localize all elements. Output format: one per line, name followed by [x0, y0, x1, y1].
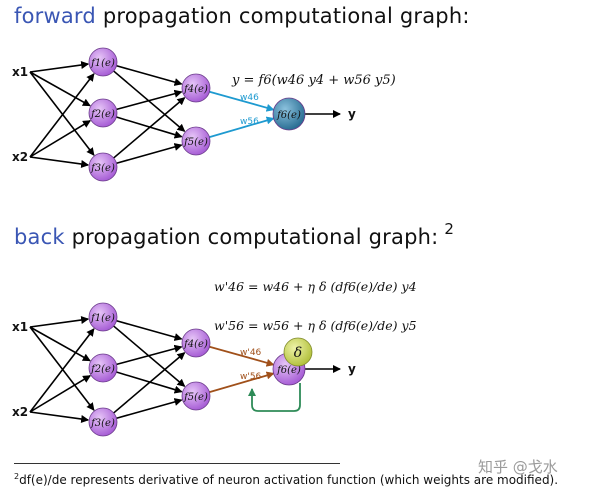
edge-f5-f6	[209, 116, 275, 138]
footnote: 2df(e)/de represents derivative of neuro…	[14, 472, 558, 487]
node-f4-label: f4(e)	[183, 339, 208, 350]
node-f1-circle	[88, 302, 118, 332]
watermark: 知乎 @戈水	[478, 458, 558, 476]
node-f1-circle	[88, 47, 118, 77]
node-f5-circle	[181, 126, 211, 156]
delta-node: δ	[283, 337, 313, 367]
input-x1: x1	[12, 320, 28, 334]
node-f3-label: f3(e)	[90, 418, 115, 429]
node-f2: f2(e)	[88, 353, 118, 383]
node-f5-circle	[181, 381, 211, 411]
node-f4: f4(e)	[181, 73, 211, 103]
edge-x1-f3	[29, 71, 95, 156]
edge-f3-f4	[113, 97, 186, 159]
weight-label-46: w46	[240, 93, 259, 103]
edge-f3-f5	[116, 143, 183, 165]
node-f5-label: f5(e)	[183, 392, 208, 403]
node-f1: f1(e)	[88, 47, 118, 77]
output-y: y	[348, 107, 356, 121]
edge-f2-f5	[116, 371, 183, 394]
edge-x2-f3	[29, 156, 90, 168]
edge-x2-f3	[29, 411, 90, 423]
back-graph: x1 x2 w'46 w'56 y f1(e) f2(e) f3(e) f4(e) f5(e) f6…	[12, 302, 356, 437]
edge-f3-f4	[113, 352, 186, 414]
edge-f2-f4	[116, 344, 183, 366]
node-f4-circle	[181, 73, 211, 103]
footnote-text: df(e)/de represents derivative of neuron…	[19, 473, 559, 487]
edge-f3-f5	[116, 398, 183, 420]
node-f5: f5(e)	[181, 381, 211, 411]
weight-label-56: w'56	[240, 372, 262, 382]
edge-x2-f1	[29, 328, 95, 413]
output-y: y	[348, 362, 356, 376]
node-f2-label: f2(e)	[90, 109, 115, 120]
feedback-arrow	[248, 383, 301, 412]
forward-graph: x1 x2 w46 w56 y f1(e) f2(e) f3(e) f4(e) f5(e) f6(e…	[12, 47, 356, 182]
node-f6-label: f6(e)	[276, 365, 301, 376]
footnote-mark: 2	[14, 472, 20, 481]
input-x1: x1	[12, 65, 28, 79]
edge-x2-f2	[29, 375, 92, 413]
edge-x1-f3	[29, 326, 95, 411]
edge-x1-f1	[29, 316, 90, 328]
back-equation-2: w'56 = w56 + η δ (df6(e)/de) y5	[214, 318, 417, 333]
node-f4: f4(e)	[181, 328, 211, 358]
back-title-highlight: back	[14, 225, 65, 249]
node-f2-circle	[88, 353, 118, 383]
node-f1: f1(e)	[88, 302, 118, 332]
edge-f4-f6	[209, 90, 275, 112]
back-equation-1: w'46 = w46 + η δ (df6(e)/de) y4	[214, 279, 417, 294]
edge-x1-f2	[29, 326, 91, 362]
delta-node-circle	[283, 337, 313, 367]
input-x2: x2	[12, 150, 28, 164]
back-title-footnote-mark: 2	[444, 220, 455, 238]
node-f6-circle	[272, 97, 306, 131]
forward-title-text: propagation computational graph:	[102, 4, 470, 28]
node-f3: f3(e)	[88, 407, 118, 437]
edge-x2-f1	[29, 73, 95, 158]
edge-f2-f5	[116, 116, 183, 139]
back-title: back propagation computational graph: 2	[14, 220, 454, 249]
forward-equation: y = f6(w46 y4 + w56 y5)	[231, 73, 396, 88]
edge-f1-f4	[116, 319, 183, 341]
edge-f1-f4	[116, 64, 183, 86]
edge-f5-f6	[209, 371, 275, 393]
forward-title-highlight: forward	[14, 4, 96, 28]
node-f3: f3(e)	[88, 152, 118, 182]
input-x2: x2	[12, 405, 28, 419]
edge-f2-f4	[116, 89, 183, 111]
node-f3-circle	[88, 407, 118, 437]
node-f2: f2(e)	[88, 98, 118, 128]
node-f4-label: f4(e)	[183, 84, 208, 95]
node-f2-circle	[88, 98, 118, 128]
node-f1-label: f1(e)	[90, 58, 115, 69]
back-title-text: propagation computational graph:	[71, 225, 439, 249]
footnote-rule	[14, 463, 340, 464]
edge-x2-f2	[29, 120, 92, 158]
node-f1-label: f1(e)	[90, 313, 115, 324]
edge-x1-f2	[29, 71, 91, 107]
node-f6-label: f6(e)	[276, 110, 301, 121]
weight-label-56: w56	[240, 117, 259, 127]
edge-x1-f1	[29, 61, 90, 73]
node-f3-circle	[88, 152, 118, 182]
node-f2-label: f2(e)	[90, 364, 115, 375]
node-f6: f6(e)	[272, 97, 306, 131]
delta-symbol: δ	[294, 345, 302, 361]
forward-title: forward propagation computational graph:	[14, 4, 470, 28]
node-f4-circle	[181, 328, 211, 358]
weight-label-46: w'46	[240, 348, 262, 358]
edge-f4-f6	[209, 345, 275, 367]
node-f5: f5(e)	[181, 126, 211, 156]
node-f5-label: f5(e)	[183, 137, 208, 148]
node-f3-label: f3(e)	[90, 163, 115, 174]
